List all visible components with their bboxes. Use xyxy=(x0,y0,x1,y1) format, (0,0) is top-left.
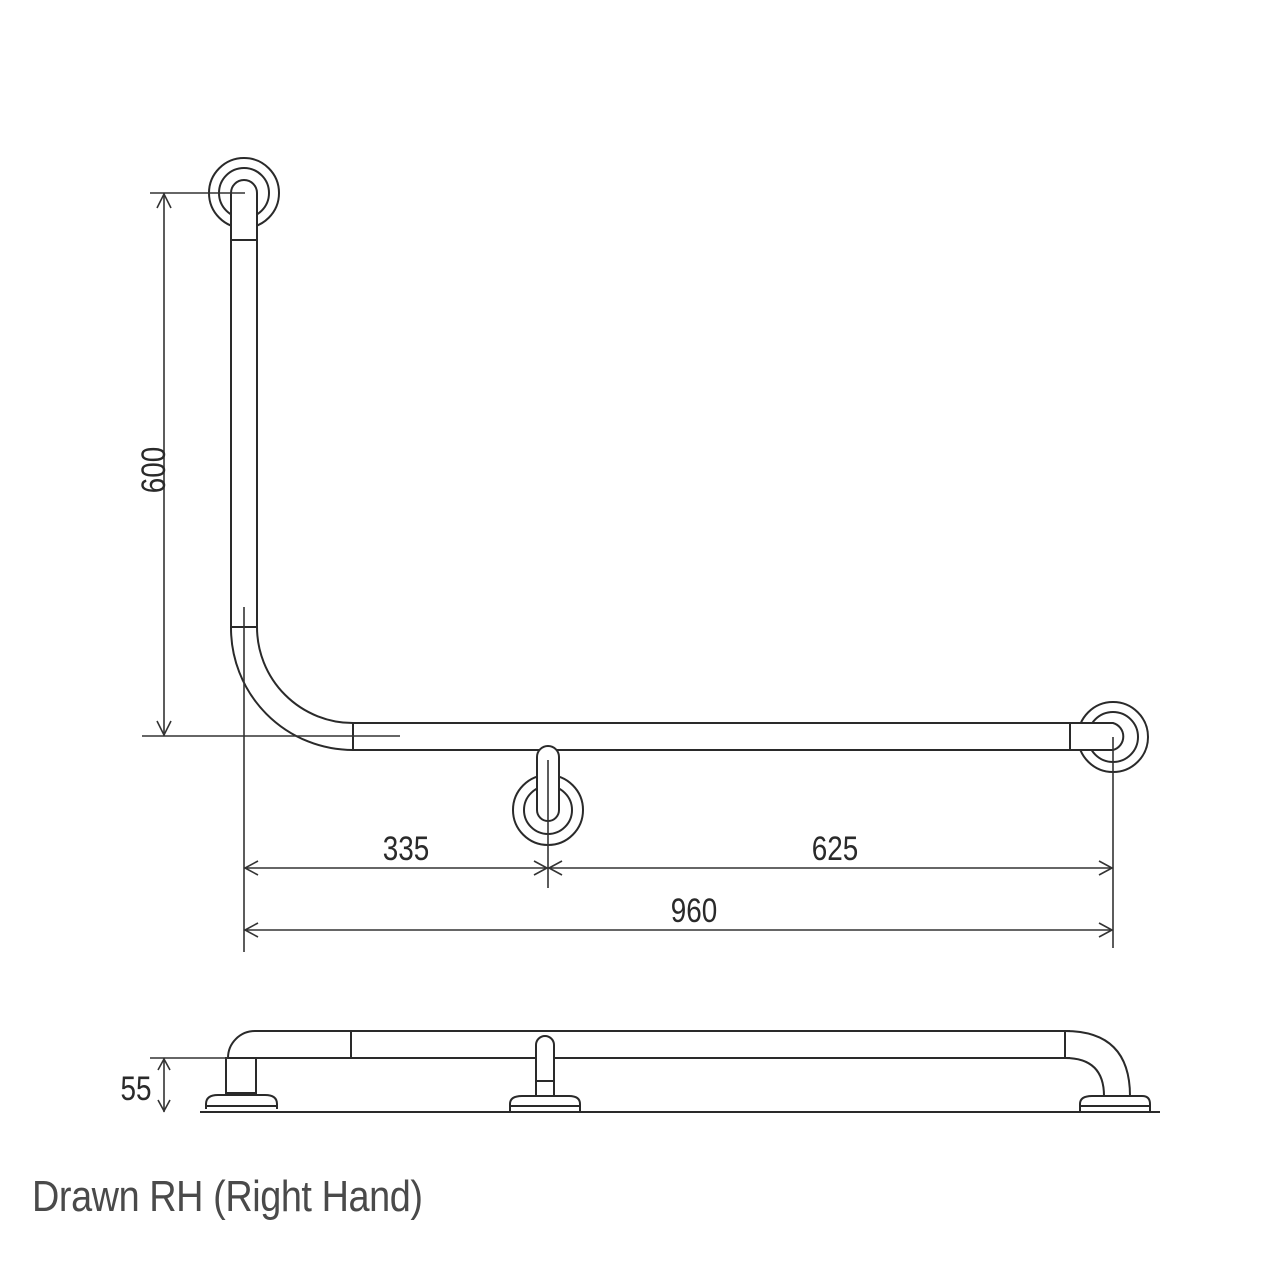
dimension-label-335: 335 xyxy=(383,829,430,867)
vertical-bar xyxy=(230,179,258,628)
dimension-960: 960 xyxy=(243,891,1114,938)
dimension-label-625: 625 xyxy=(812,829,859,867)
dimension-label-600: 600 xyxy=(134,447,172,494)
horizontal-bar xyxy=(353,722,1071,751)
bar-bend xyxy=(229,626,354,751)
side-left-post xyxy=(205,1058,278,1109)
side-middle-post xyxy=(509,1035,581,1111)
drawing-caption: Drawn RH (Right Hand) xyxy=(32,1172,423,1221)
dimension-label-55: 55 xyxy=(120,1069,151,1107)
plan-view: 600 335 625 960 xyxy=(134,157,1149,952)
side-bar xyxy=(225,1030,1070,1059)
side-elevation: 55 xyxy=(120,1030,1160,1113)
dimension-label-960: 960 xyxy=(671,891,718,929)
dimension-335-625: 335 625 xyxy=(243,829,1114,876)
dimension-55: 55 xyxy=(120,1057,228,1113)
side-right-bend xyxy=(1064,1030,1151,1111)
right-flange xyxy=(1069,701,1149,773)
dimension-600: 600 xyxy=(134,192,173,737)
centre-lines xyxy=(142,192,1114,952)
